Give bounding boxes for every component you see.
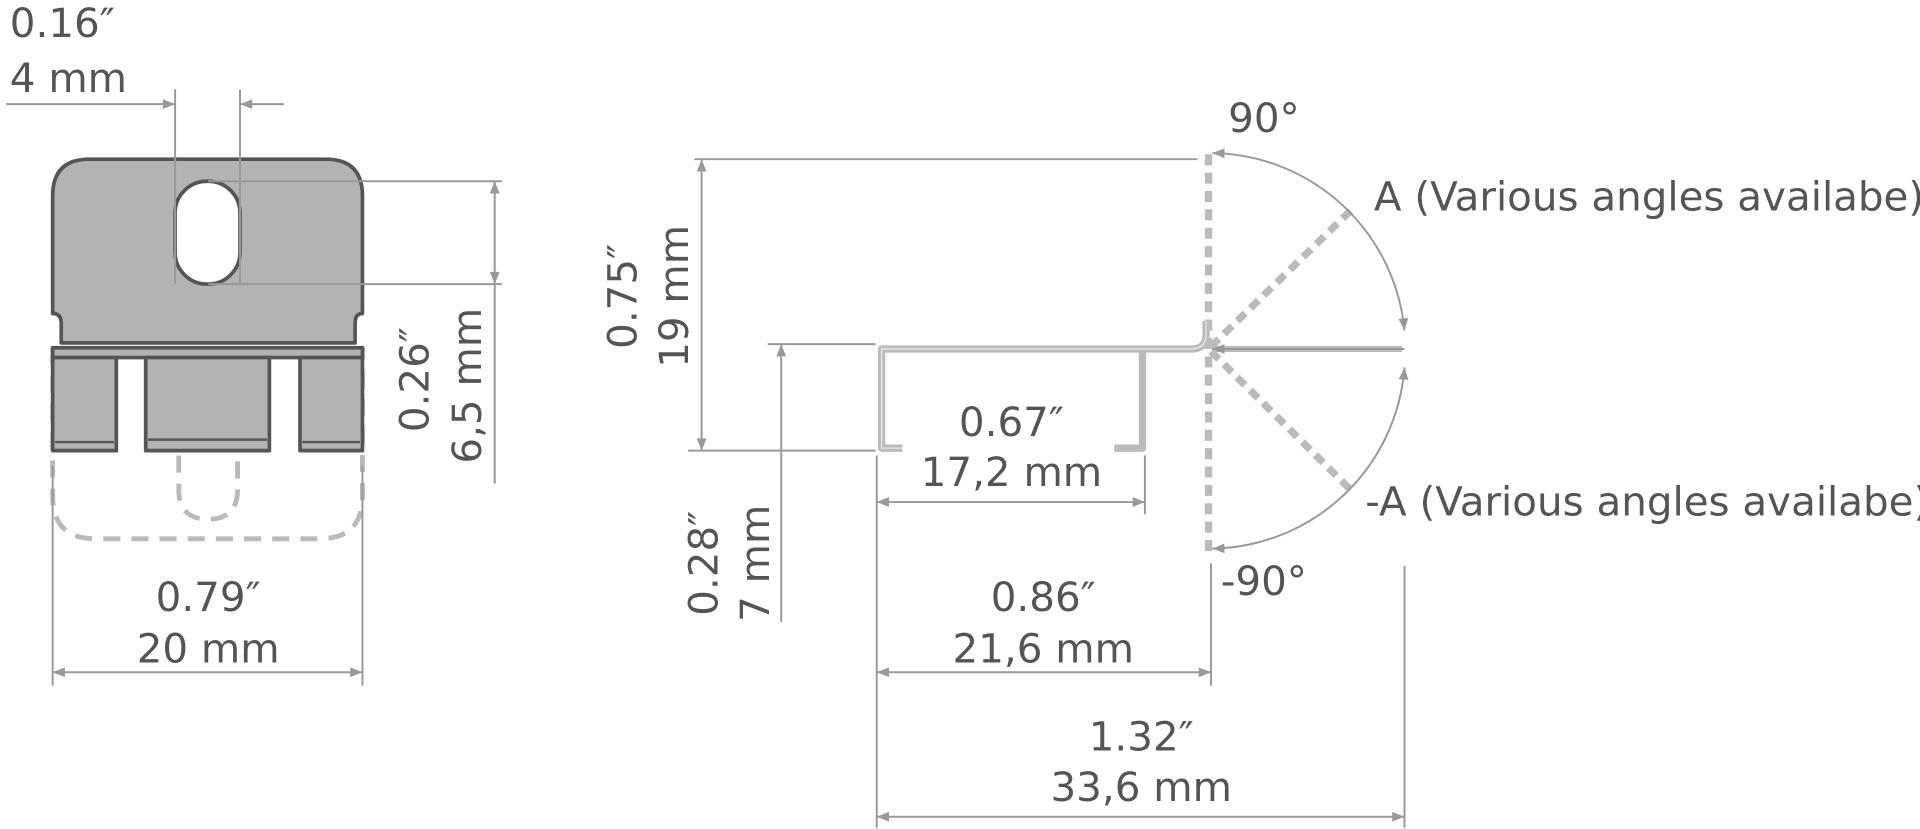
angle-minus-90-label: -90° [1221, 557, 1307, 605]
hidden-slot [176, 455, 240, 522]
tab-middle [143, 355, 272, 453]
side-view: 0.75″ 19 mm 0.28″ 7 mm 90° A (Various an… [599, 94, 1920, 828]
hole-width-mm: 4 mm [10, 54, 127, 102]
front-width-mm: 20 mm [137, 624, 280, 672]
angle-a-label: A (Various angles availabe) [1374, 173, 1920, 221]
height-inch: 0.75″ [599, 244, 647, 349]
channel-height-inch: 0.28″ [680, 511, 728, 616]
front-width-inch: 0.79″ [156, 573, 261, 621]
hole-height-mm: 6,5 mm [443, 308, 491, 464]
channel-width-inch: 0.67″ [959, 398, 1064, 446]
height-mm: 19 mm [650, 225, 698, 368]
angle-minus-a-line [1208, 348, 1354, 493]
hole-height-inch: 0.26″ [391, 327, 439, 432]
front-view: 0.16″ 4 mm 0.26″ 6,5 mm 0.79″ 20 mm [6, 0, 503, 686]
base-width-inch: 0.86″ [991, 573, 1096, 621]
total-width-inch: 1.32″ [1089, 713, 1194, 761]
angle-a-line [1208, 207, 1354, 350]
mounting-slot [173, 179, 242, 286]
total-width-mm: 33,6 mm [1050, 763, 1231, 811]
hole-width-inch: 0.16″ [10, 0, 115, 47]
hidden-outline [50, 347, 365, 542]
tab-right [298, 355, 365, 453]
channel-height-mm: 7 mm [731, 505, 779, 622]
base-width-mm: 21,6 mm [953, 624, 1134, 672]
angle-90-label: 90° [1228, 94, 1300, 142]
tab-left [50, 355, 119, 453]
angle-minus-a-label: -A (Various angles availabe) [1365, 478, 1920, 526]
channel-width-mm: 17,2 mm [921, 448, 1102, 496]
